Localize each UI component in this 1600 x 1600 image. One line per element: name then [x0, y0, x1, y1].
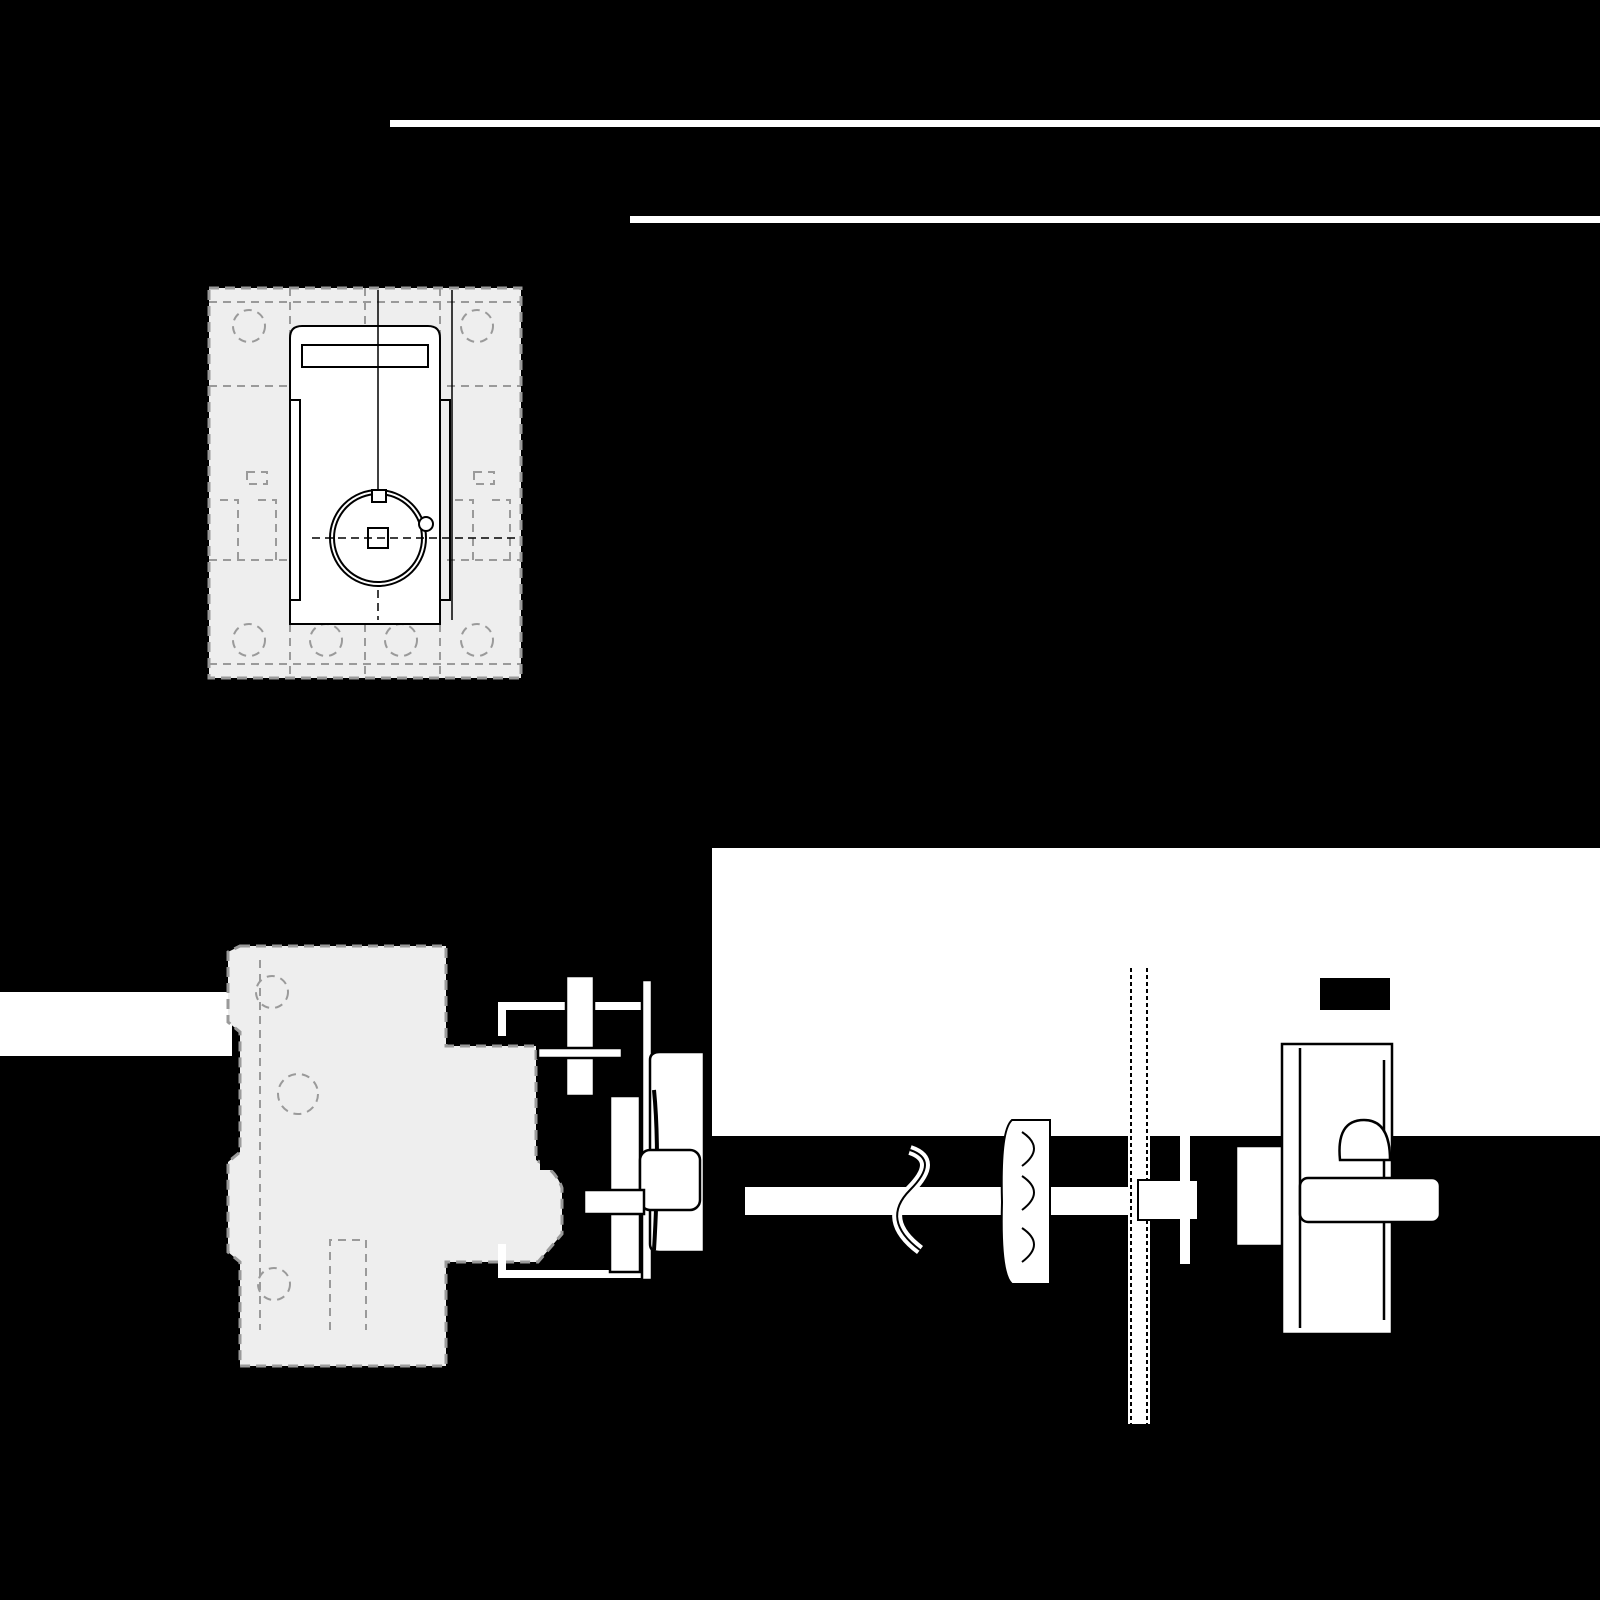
dimension-tag-6 — [527, 560, 559, 598]
handle-lock-hole — [1338, 1118, 1392, 1162]
dimension-tag-1 — [352, 118, 388, 148]
dimension-tag-11 — [1474, 1138, 1508, 1248]
dimension-tag-7 — [562, 830, 600, 860]
door-panel-face — [712, 848, 1600, 1136]
shaft-adapter-bracket — [498, 1002, 652, 1278]
dimension-tag-4 — [592, 215, 622, 261]
handle-gasket — [1234, 1144, 1290, 1248]
breaker-side-outline — [226, 944, 564, 1368]
dimension-line-mounting-width — [630, 216, 1600, 223]
dimension-tag-3 — [320, 238, 350, 266]
extension-shaft — [743, 1185, 1135, 1217]
dimension-tag-9 — [1320, 978, 1390, 1010]
top-dimension-lines — [320, 118, 1600, 598]
handle-grip — [1298, 1176, 1442, 1224]
dimension-tag-5 — [592, 448, 622, 486]
side-view — [0, 830, 1600, 1446]
shaft-support — [1000, 1119, 1051, 1285]
adapter-top-bar — [301, 344, 429, 368]
dimension-tag-10 — [664, 1412, 722, 1446]
dimension-tag-8 — [536, 886, 608, 918]
front-view — [207, 286, 523, 680]
bracket-bolt — [564, 974, 596, 1098]
cabinet-mounting-rail — [0, 992, 232, 1056]
dimension-tag-2 — [345, 175, 381, 205]
dimension-line-overall-width — [390, 120, 1600, 127]
dimension-tag-12 — [540, 1100, 592, 1170]
